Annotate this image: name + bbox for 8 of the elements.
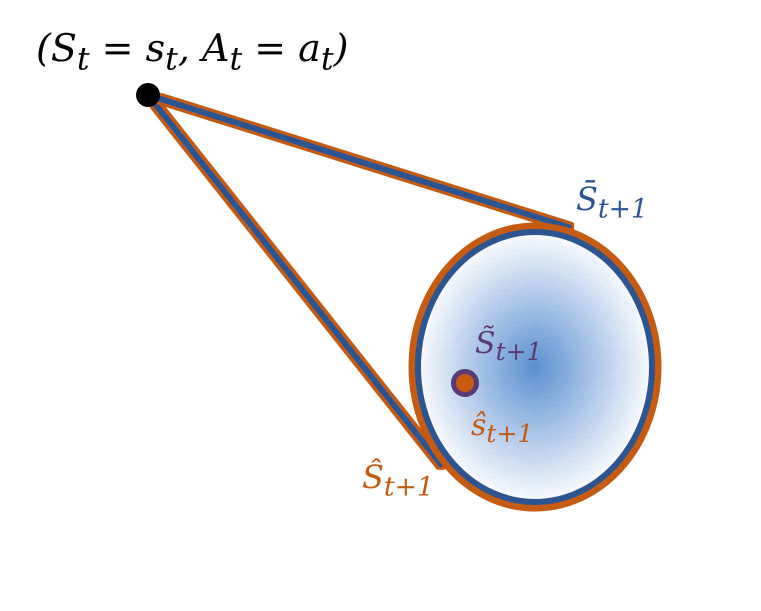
math-label: ŝ$_{t+1}$: [471, 409, 534, 448]
math-label: Ŝ$_{t+1}$: [362, 460, 434, 502]
connector-line: [156, 96, 572, 230]
math-label: (S$_{t}$ = s$_{t}$, A$_{t}$ = a$_{t}$): [36, 28, 348, 78]
math-label: S̄$_{t+1}$: [576, 182, 648, 224]
point-dot: [136, 83, 160, 107]
connector-line: [152, 101, 444, 468]
math-label: S̃$_{t+1}$: [475, 327, 542, 366]
